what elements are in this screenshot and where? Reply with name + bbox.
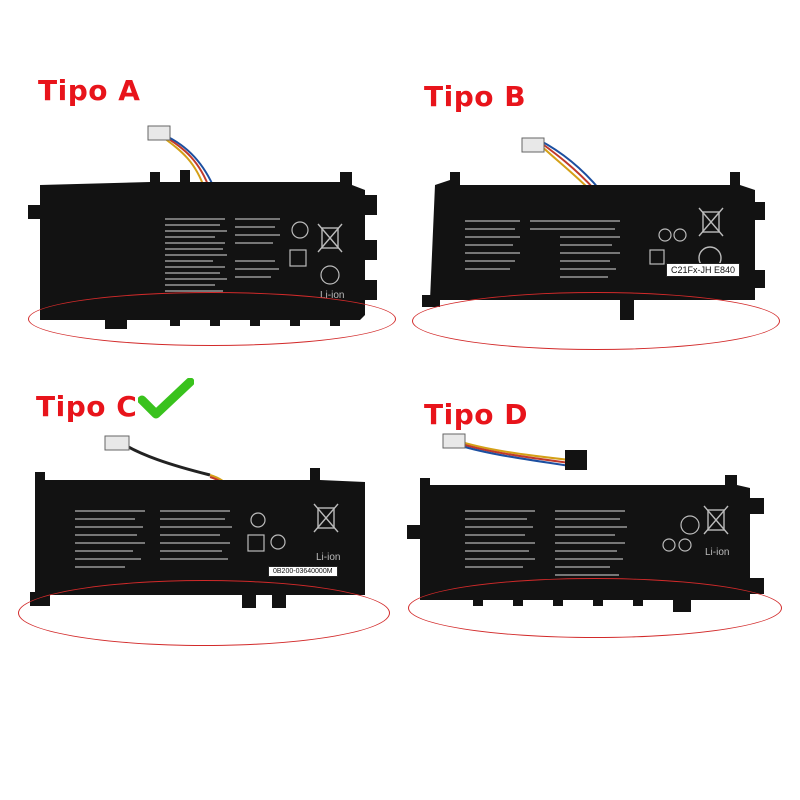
highlight-ellipse-b <box>412 292 780 350</box>
crossed-bin-icon-d <box>703 505 729 535</box>
li-ion-logo-d: Li-ion <box>705 547 729 558</box>
part-sticker-c: 0B200-03640000M <box>268 566 338 577</box>
label-tipo-d: Tipo D <box>424 398 528 431</box>
highlight-ellipse-c <box>18 580 390 646</box>
battery-a-panel: Li-ion <box>20 120 400 350</box>
crossed-bin-icon <box>317 223 343 253</box>
li-ion-logo-c: Li-ion <box>316 552 340 563</box>
model-sticker-b: C21Fx-JH E840 <box>666 263 741 277</box>
highlight-ellipse-a <box>28 292 396 346</box>
checkmark-icon <box>138 378 194 419</box>
crossed-bin-icon-c <box>313 503 339 533</box>
label-tipo-c: Tipo C <box>36 390 138 423</box>
highlight-ellipse-d <box>408 578 782 638</box>
label-tipo-a: Tipo A <box>38 74 141 107</box>
battery-a: Li-ion <box>28 125 377 329</box>
li-ion-logo-a: Li-ion <box>320 290 344 301</box>
label-tipo-b: Tipo B <box>424 80 527 113</box>
crossed-bin-icon-b <box>698 207 724 237</box>
